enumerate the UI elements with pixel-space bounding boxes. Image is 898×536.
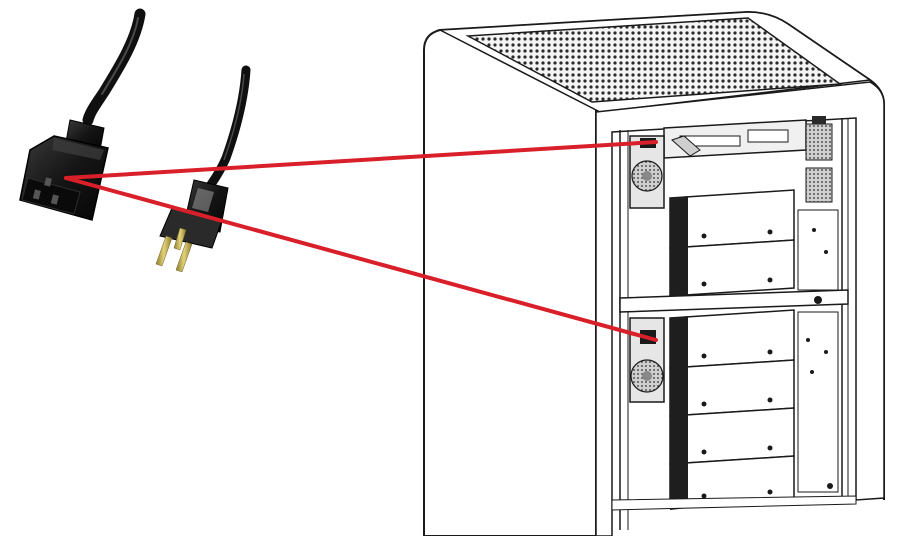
fan-hub [642,371,652,381]
connection-line-lower [64,176,658,342]
drive-bay-side [670,316,688,510]
screw [810,370,814,374]
cabinet-base [611,495,857,511]
plug-prong [175,241,193,273]
drive-bay [669,189,795,249]
plug-prong [155,235,173,267]
drive-bay [669,239,795,297]
screw [701,233,707,239]
screw [767,229,773,235]
drive-bay-side [670,196,688,298]
socket-hole [32,189,41,200]
us-plug-icon [173,227,187,251]
vent-panel [805,123,833,161]
socket-hole [44,177,52,187]
indicator [812,116,826,124]
screw [812,228,816,232]
cord-cable [205,65,251,191]
plug-grip [192,188,214,212]
screw [701,493,707,499]
controller-handle [671,135,701,157]
nema-5-15p-power-cord [155,65,251,273]
side-panel-upper [797,209,839,291]
connection-line-upper [64,140,658,180]
drive-bay [669,407,795,465]
front-frame [595,81,885,536]
top-vent-grille [465,17,843,103]
controller-card [747,129,789,143]
screw [767,445,773,451]
screw [701,281,707,287]
screw [814,296,822,304]
screw [701,449,707,455]
cord-highlight [223,73,245,161]
c13-connector-icon [21,177,81,215]
socket-hole [50,194,59,205]
screw [767,397,773,403]
screw [827,483,833,489]
screw [806,338,810,342]
screw [701,353,707,359]
screw [767,349,773,355]
screw [767,489,773,495]
cord-highlight [101,17,139,95]
drive-bay [669,309,795,369]
library-rack-cabinet [423,10,885,536]
connector-ridge [52,138,104,160]
screw [824,350,828,354]
drive-bay [669,359,795,417]
connection-lines [64,140,658,342]
cord-cable [82,8,146,126]
side-panel-lower [797,311,839,493]
vent-panel [805,167,833,203]
fan-hub [642,171,652,181]
module-divider [619,289,849,313]
screw [767,277,773,283]
screw [824,250,828,254]
iec-c13-power-cord [19,8,146,221]
screw [701,401,707,407]
